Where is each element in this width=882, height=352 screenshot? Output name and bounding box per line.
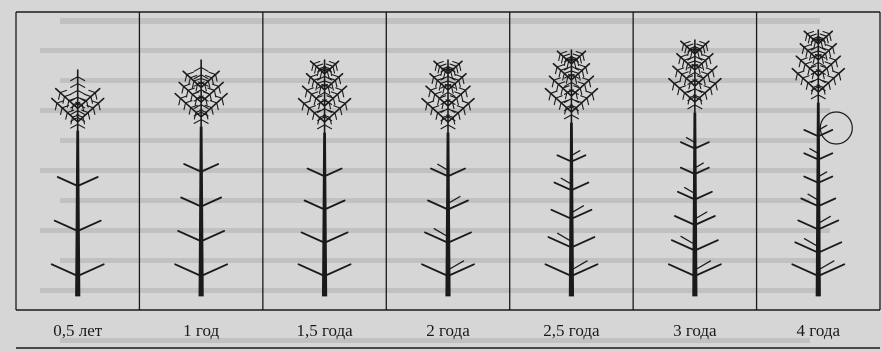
stage-age-label: 1 год — [183, 321, 219, 340]
stage-age-label: 0,5 лет — [53, 321, 103, 340]
seedling-drawing — [792, 30, 844, 296]
stage-columns: 0,5 лет 1 год 1,5 года 2 года 2,5 года 3 года… — [52, 30, 853, 340]
stage-age-label: 2 года — [426, 321, 470, 340]
bleed-through-texture — [40, 18, 830, 343]
stage-age-label: 1,5 года — [296, 321, 353, 340]
circle-mark-icon — [820, 112, 852, 144]
stage-age-label: 2,5 года — [543, 321, 600, 340]
stage-age-label: 3 года — [673, 321, 717, 340]
stage-age-label: 4 года — [797, 321, 841, 340]
